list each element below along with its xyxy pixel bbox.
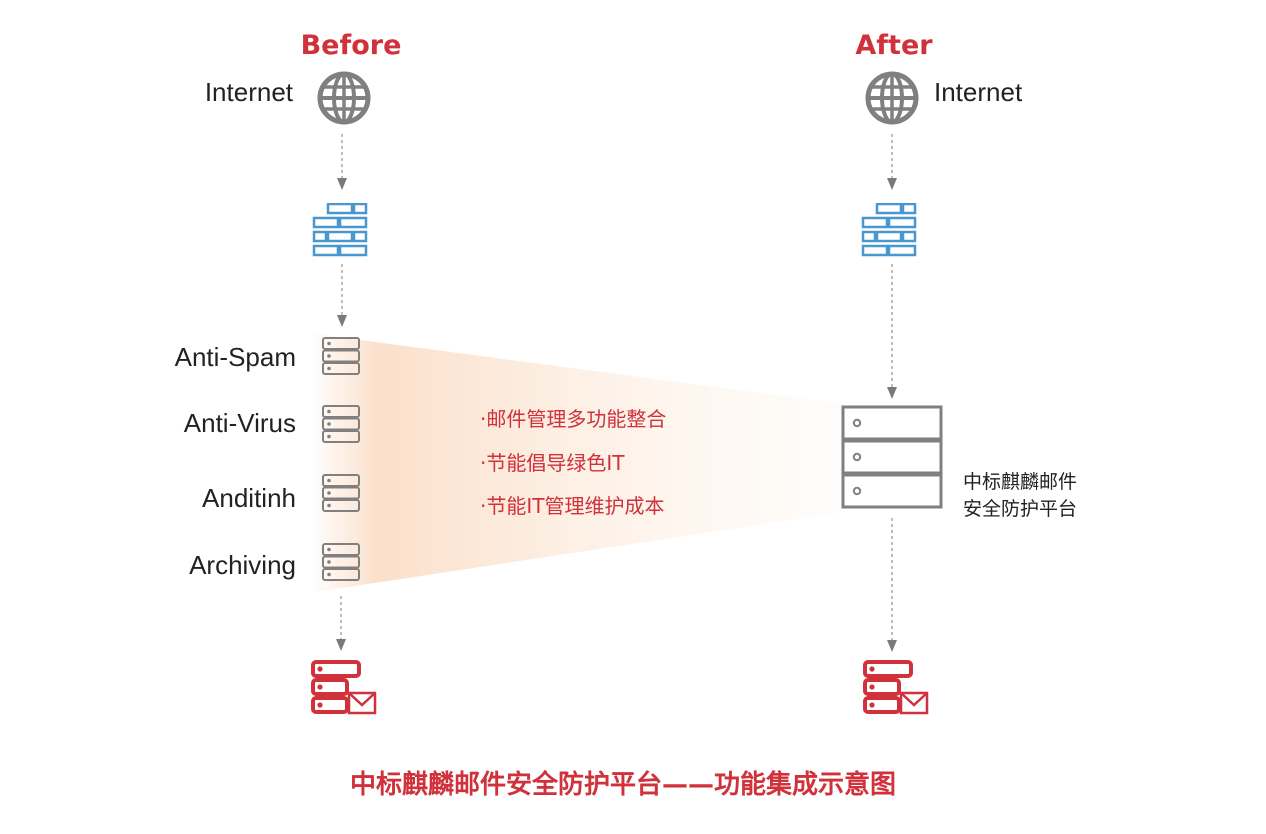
before-heading: Before — [301, 30, 402, 61]
diagram-caption: 中标麒麟邮件安全防护平台——功能集成示意图 — [350, 769, 896, 800]
firewall-icon — [312, 203, 368, 257]
after-heading: After — [855, 30, 933, 61]
mail-server-icon — [863, 660, 929, 715]
component-label: Anditinh — [202, 483, 296, 513]
component-label: Anti-Virus — [184, 408, 296, 438]
benefit-item: ·邮件管理多功能整合 — [480, 407, 666, 431]
mail-server-icon — [311, 660, 377, 715]
globe-icon — [868, 74, 916, 122]
integration-funnel — [315, 334, 843, 592]
benefit-item: ·节能IT管理维护成本 — [480, 494, 664, 518]
benefit-item: ·节能倡导绿色IT — [480, 451, 625, 475]
globe-icon — [320, 74, 368, 122]
firewall-icon — [861, 203, 917, 257]
after-internet-label: Internet — [934, 77, 1023, 107]
component-label: Archiving — [189, 550, 296, 580]
server-icon — [841, 405, 943, 509]
before-internet-label: Internet — [205, 77, 294, 107]
platform-label: 安全防护平台 — [963, 498, 1077, 520]
platform-label: 中标麒麟邮件 — [963, 471, 1077, 493]
component-label: Anti-Spam — [175, 342, 296, 372]
